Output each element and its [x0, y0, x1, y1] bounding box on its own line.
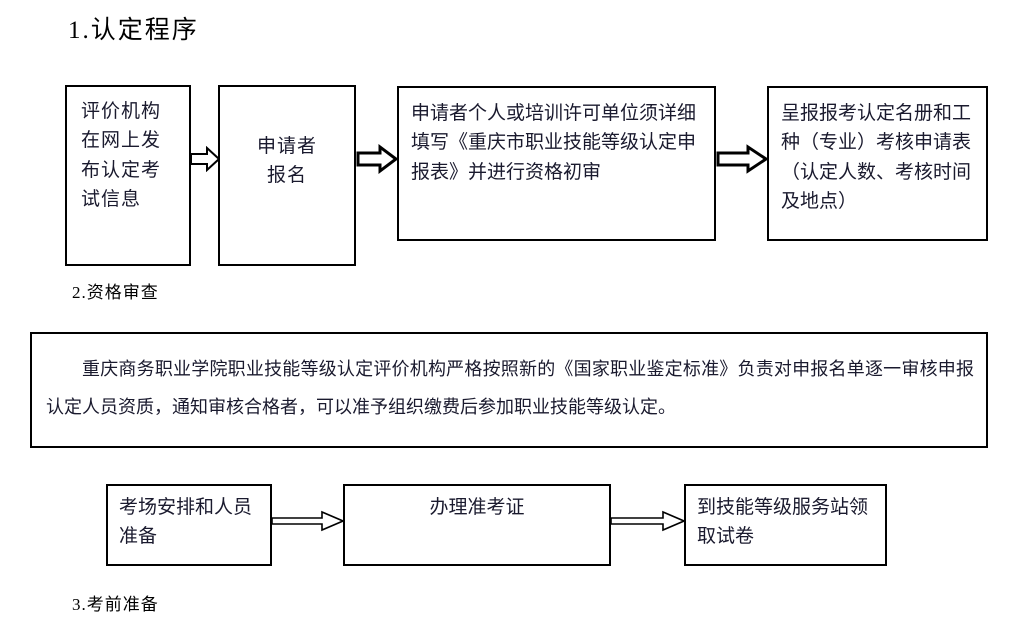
section-heading-1: 1.认定程序 [68, 17, 199, 44]
box-applicant-registration[interactable]: 申请者 报名 [218, 85, 356, 266]
box-process-admission-ticket-label: 办理准考证 [429, 497, 525, 518]
box-collect-exam-paper[interactable]: 到技能等级服务站领取试卷 [684, 484, 887, 566]
box-submit-roster-label: 呈报报考认定名册和工种（专业）考核申请表（认定人数、考核时间及地点） [781, 103, 972, 213]
box-exam-room-arrangement-label: 考场安排和人员准备 [119, 497, 253, 548]
section-heading-3: 3.考前准备 [72, 595, 159, 614]
section-heading-2: 2.资格审查 [72, 283, 159, 302]
box-exam-room-arrangement[interactable]: 考场安排和人员准备 [106, 484, 272, 566]
box-process-admission-ticket[interactable]: 办理准考证 [343, 484, 611, 566]
box-collect-exam-paper-label: 到技能等级服务站领取试卷 [697, 497, 869, 548]
qualification-review-paragraph-box: 重庆商务职业学院职业技能等级认定评价机构严格按照新的《国家职业鉴定标准》负责对申… [30, 332, 988, 448]
block-arrow-right-icon [356, 144, 398, 174]
box-fill-application-form-label: 申请者个人或培训许可单位须详细填写《重庆市职业技能等级认定申报表》并进行资格初审 [411, 103, 697, 183]
box-publish-exam-info-label: 评价机构 在网上发 布认定考 试信息 [81, 101, 162, 211]
block-arrow-right-icon [190, 146, 220, 172]
box-publish-exam-info[interactable]: 评价机构 在网上发 布认定考 试信息 [65, 85, 191, 266]
box-applicant-registration-label: 申请者 报名 [256, 136, 317, 187]
qualification-review-paragraph-text: 重庆商务职业学院职业技能等级认定评价机构严格按照新的《国家职业鉴定标准》负责对申… [46, 359, 974, 417]
line-arrow-right-icon [272, 508, 344, 534]
block-arrow-right-icon [716, 144, 768, 174]
box-fill-application-form[interactable]: 申请者个人或培训许可单位须详细填写《重庆市职业技能等级认定申报表》并进行资格初审 [397, 86, 716, 241]
box-submit-roster[interactable]: 呈报报考认定名册和工种（专业）考核申请表（认定人数、考核时间及地点） [767, 86, 988, 241]
line-arrow-right-icon [611, 508, 685, 534]
